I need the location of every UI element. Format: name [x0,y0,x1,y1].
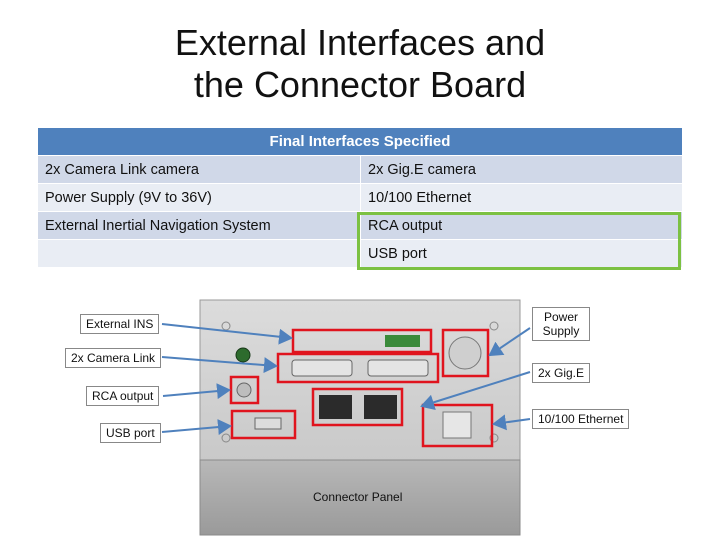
screw-icon [489,321,499,331]
table-cell: USB port [360,239,683,268]
label-ethernet: 10/100 Ethernet [532,409,630,429]
usb-connector [230,409,297,440]
ethernet-port-icon [364,395,397,419]
label-power-supply-line-2: Supply [542,324,580,338]
rca-output-connector [229,375,260,405]
power-supply-connector [441,328,490,378]
label-power-supply-line-1: Power [543,310,578,324]
table-row: Power Supply (9V to 36V) 10/100 Ethernet [37,183,683,212]
table-cell: 2x Camera Link camera [37,155,361,184]
label-usb-port: USB port [100,423,161,443]
label-rca-output: RCA output [86,386,160,406]
table-cell: RCA output [360,211,683,240]
table-cell [37,239,361,268]
diagram-caption: Connector Panel [313,490,403,504]
table-cell: Power Supply (9V to 36V) [37,183,361,212]
interfaces-table: Final Interfaces Specified 2x Camera Lin… [37,127,683,268]
table-header: Final Interfaces Specified [37,127,683,156]
ethernet-port-icon [319,395,352,419]
table-row: External Inertial Navigation System RCA … [37,211,683,240]
label-external-ins: External INS [80,314,160,334]
screw-icon [489,433,499,443]
callout-arrows [161,323,531,436]
ethernet-connector [421,403,494,448]
label-gige: 2x Gig.E [532,363,591,383]
label-camera-link: 2x Camera Link [65,348,162,368]
table-cell: External Inertial Navigation System [37,211,361,240]
camera-link-connectors [276,352,440,384]
gige-ports [311,387,404,427]
table-cell: 10/100 Ethernet [360,183,683,212]
led-icon [235,347,251,363]
table-row: USB port [37,239,683,268]
title-line-1: External Interfaces and [174,22,546,63]
connector-board-diagram [161,299,531,536]
external-ins-connector [291,328,433,354]
title-line-2: the Connector Board [193,64,527,105]
label-power-supply: Power Supply [532,307,590,341]
table-row: 2x Camera Link camera 2x Gig.E camera [37,155,683,184]
slide-title: External Interfaces and the Connector Bo… [0,22,720,106]
usb-icon [254,417,282,430]
highlight-box [357,212,681,270]
table-cell: 2x Gig.E camera [360,155,683,184]
